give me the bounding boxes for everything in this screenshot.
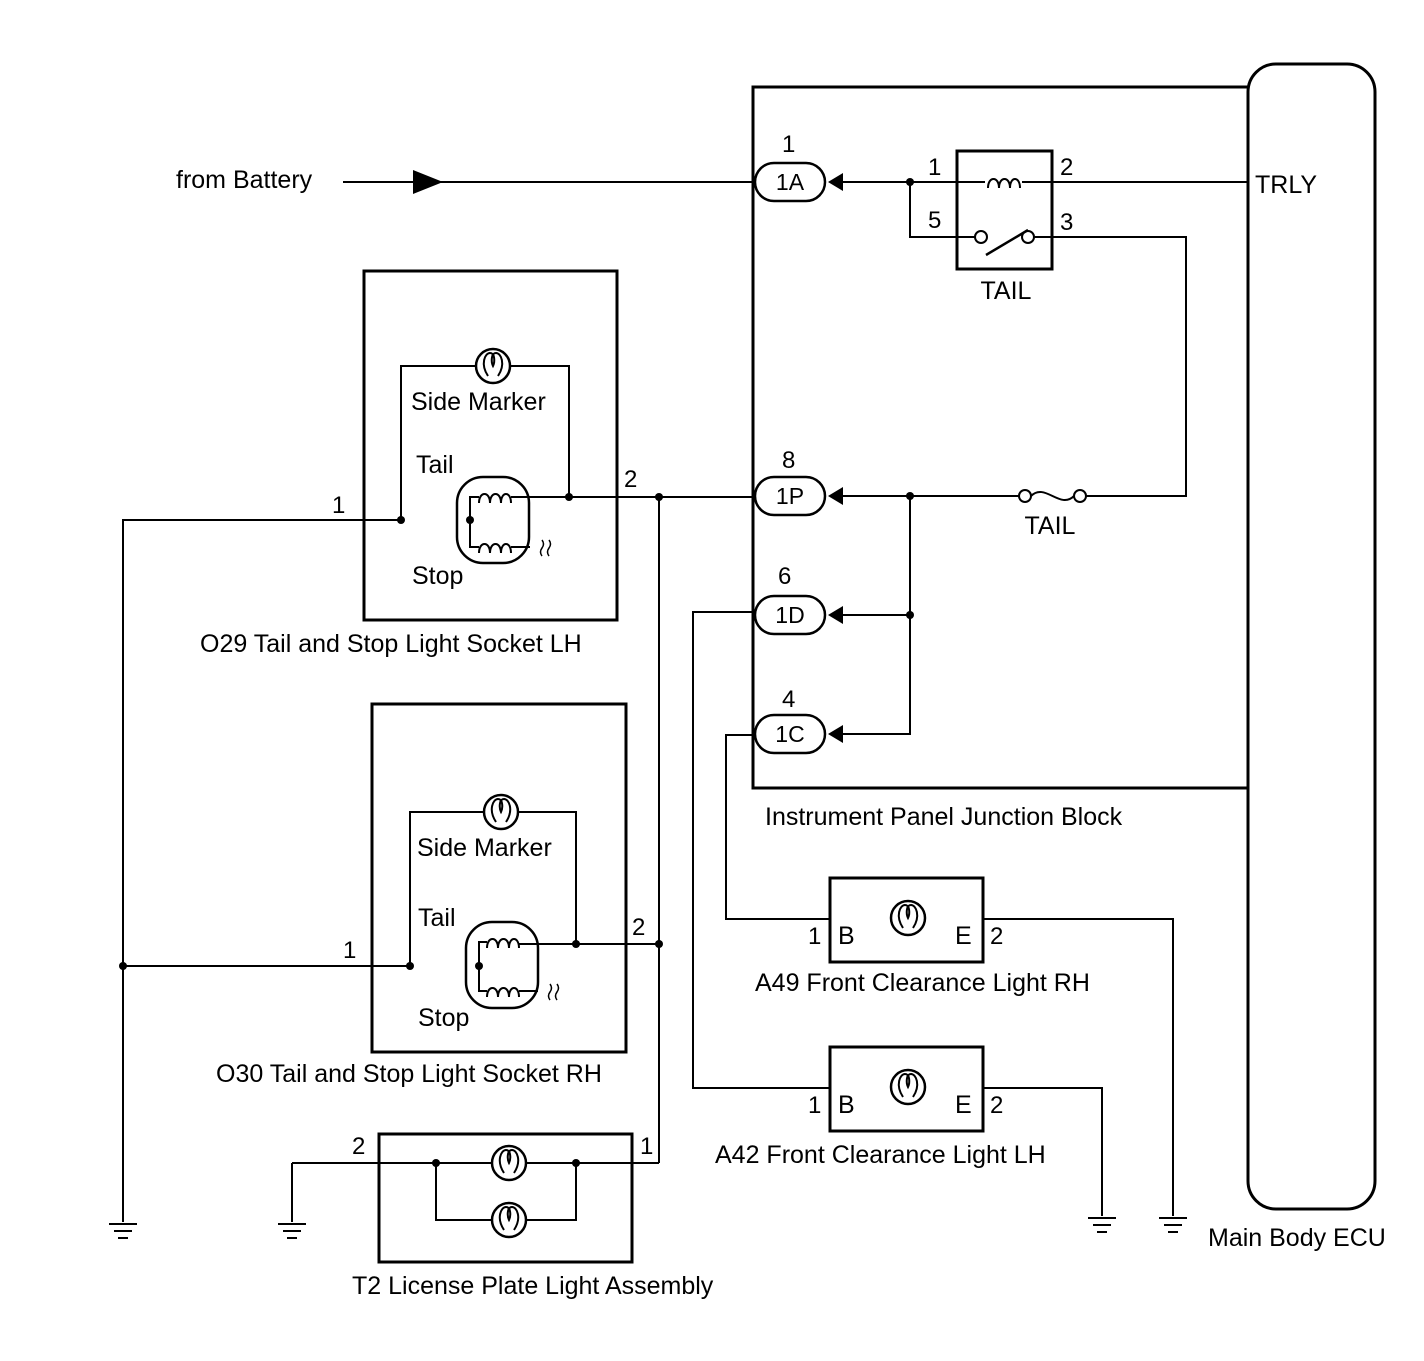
tail-label: Tail bbox=[418, 904, 456, 932]
ground-icon bbox=[1158, 1217, 1188, 1233]
ground-icon bbox=[277, 1223, 307, 1239]
socket-rh-label: O30 Tail and Stop Light Socket RH bbox=[216, 1060, 602, 1088]
license-pin-1: 1 bbox=[640, 1133, 653, 1160]
tail-label: Tail bbox=[416, 451, 454, 479]
clearance-rh-label: A49 Front Clearance Light RH bbox=[755, 969, 1090, 997]
socket-lh: Side Marker Tail Stop 1 2 O29 Tail and S… bbox=[200, 269, 637, 658]
socket-lh-label: O29 Tail and Stop Light Socket LH bbox=[200, 630, 582, 658]
external-wiring bbox=[119, 493, 1174, 1222]
relay-switch-icon bbox=[985, 228, 1029, 257]
clearance-lh-term-b: B bbox=[838, 1091, 855, 1119]
clearance-rh-term-b: B bbox=[838, 922, 855, 950]
fuse-icon bbox=[1030, 490, 1075, 502]
side-marker-bulb-icon bbox=[482, 793, 520, 831]
heat-mark-icon bbox=[547, 983, 560, 1001]
side-marker-label: Side Marker bbox=[411, 388, 546, 416]
junction-wiring bbox=[843, 178, 1248, 735]
relay-pin-3: 3 bbox=[1060, 209, 1073, 236]
main-body-ecu: TRLY Main Body ECU bbox=[1208, 62, 1386, 1252]
fuse-label: TAIL bbox=[1025, 512, 1076, 540]
connector-1c: 4 1C bbox=[753, 686, 843, 755]
connector-1d-code: 1D bbox=[775, 602, 804, 628]
ground-icon bbox=[108, 1223, 138, 1239]
socket-rh: Side Marker Tail Stop 1 2 O30 Tail and S… bbox=[216, 702, 645, 1088]
socket-rh-pin-2: 2 bbox=[632, 914, 645, 941]
connector-1d-pin: 6 bbox=[778, 563, 791, 590]
socket-lh-pin-1: 1 bbox=[332, 492, 345, 519]
side-marker-label: Side Marker bbox=[417, 834, 552, 862]
clearance-lh-label: A42 Front Clearance Light LH bbox=[715, 1141, 1046, 1169]
connector-1d: 6 1D bbox=[753, 563, 843, 636]
clearance-lh-pin-b: 1 bbox=[808, 1092, 821, 1119]
socket-rh-pin-1: 1 bbox=[343, 937, 356, 964]
clearance-light-rh: 1 B E 2 A49 Front Clearance Light RH bbox=[755, 876, 1090, 997]
connector-1c-pin: 4 bbox=[782, 686, 795, 713]
clearance-rh-term-e: E bbox=[955, 922, 972, 950]
tail-relay: 1 2 5 3 TAIL bbox=[928, 149, 1073, 305]
ecu-label: Main Body ECU bbox=[1208, 1224, 1386, 1252]
relay-pin-1: 1 bbox=[928, 154, 941, 181]
from-battery-label: from Battery bbox=[176, 166, 313, 194]
ground-icon bbox=[1087, 1217, 1117, 1233]
clearance-light-lh: 1 B E 2 A42 Front Clearance Light LH bbox=[715, 1045, 1046, 1169]
connector-1p-pin: 8 bbox=[782, 447, 795, 474]
license-pin-2: 2 bbox=[352, 1133, 365, 1160]
license-bulb-icon bbox=[490, 1144, 528, 1182]
heat-mark-icon bbox=[539, 539, 552, 557]
clearance-rh-pin-b: 1 bbox=[808, 923, 821, 950]
relay-pin-5: 5 bbox=[928, 207, 941, 234]
connector-1a: 1 1A bbox=[753, 131, 843, 203]
clearance-lh-pin-e: 2 bbox=[990, 1092, 1003, 1119]
battery-feed: from Battery bbox=[176, 166, 755, 194]
stop-label: Stop bbox=[418, 1004, 469, 1032]
connector-1a-code: 1A bbox=[776, 169, 805, 195]
connector-1p-code: 1P bbox=[776, 483, 804, 509]
socket-lh-pin-2: 2 bbox=[624, 466, 637, 493]
clearance-lh-term-e: E bbox=[955, 1091, 972, 1119]
arrow-icon bbox=[413, 170, 443, 194]
license-plate-light: 2 1 T2 License Plate Light Assembly bbox=[292, 1132, 714, 1300]
connector-1c-code: 1C bbox=[775, 721, 804, 747]
instrument-panel-junction-block: Instrument Panel Junction Block bbox=[751, 85, 1248, 831]
connector-1a-pin: 1 bbox=[782, 131, 795, 158]
clearance-rh-bulb-icon bbox=[889, 899, 927, 937]
connector-1p: 8 1P bbox=[753, 447, 843, 517]
relay-label: TAIL bbox=[981, 277, 1032, 305]
side-marker-bulb-icon bbox=[474, 347, 512, 385]
clearance-lh-bulb-icon bbox=[889, 1068, 927, 1106]
junction-block-label: Instrument Panel Junction Block bbox=[765, 803, 1123, 831]
stop-label: Stop bbox=[412, 562, 463, 590]
clearance-rh-pin-e: 2 bbox=[990, 923, 1003, 950]
tail-fuse: TAIL bbox=[1018, 489, 1087, 540]
license-plate-label: T2 License Plate Light Assembly bbox=[352, 1272, 714, 1300]
relay-pin-2: 2 bbox=[1060, 154, 1073, 181]
license-bulb-icon bbox=[490, 1201, 528, 1239]
trly-label: TRLY bbox=[1255, 171, 1317, 199]
